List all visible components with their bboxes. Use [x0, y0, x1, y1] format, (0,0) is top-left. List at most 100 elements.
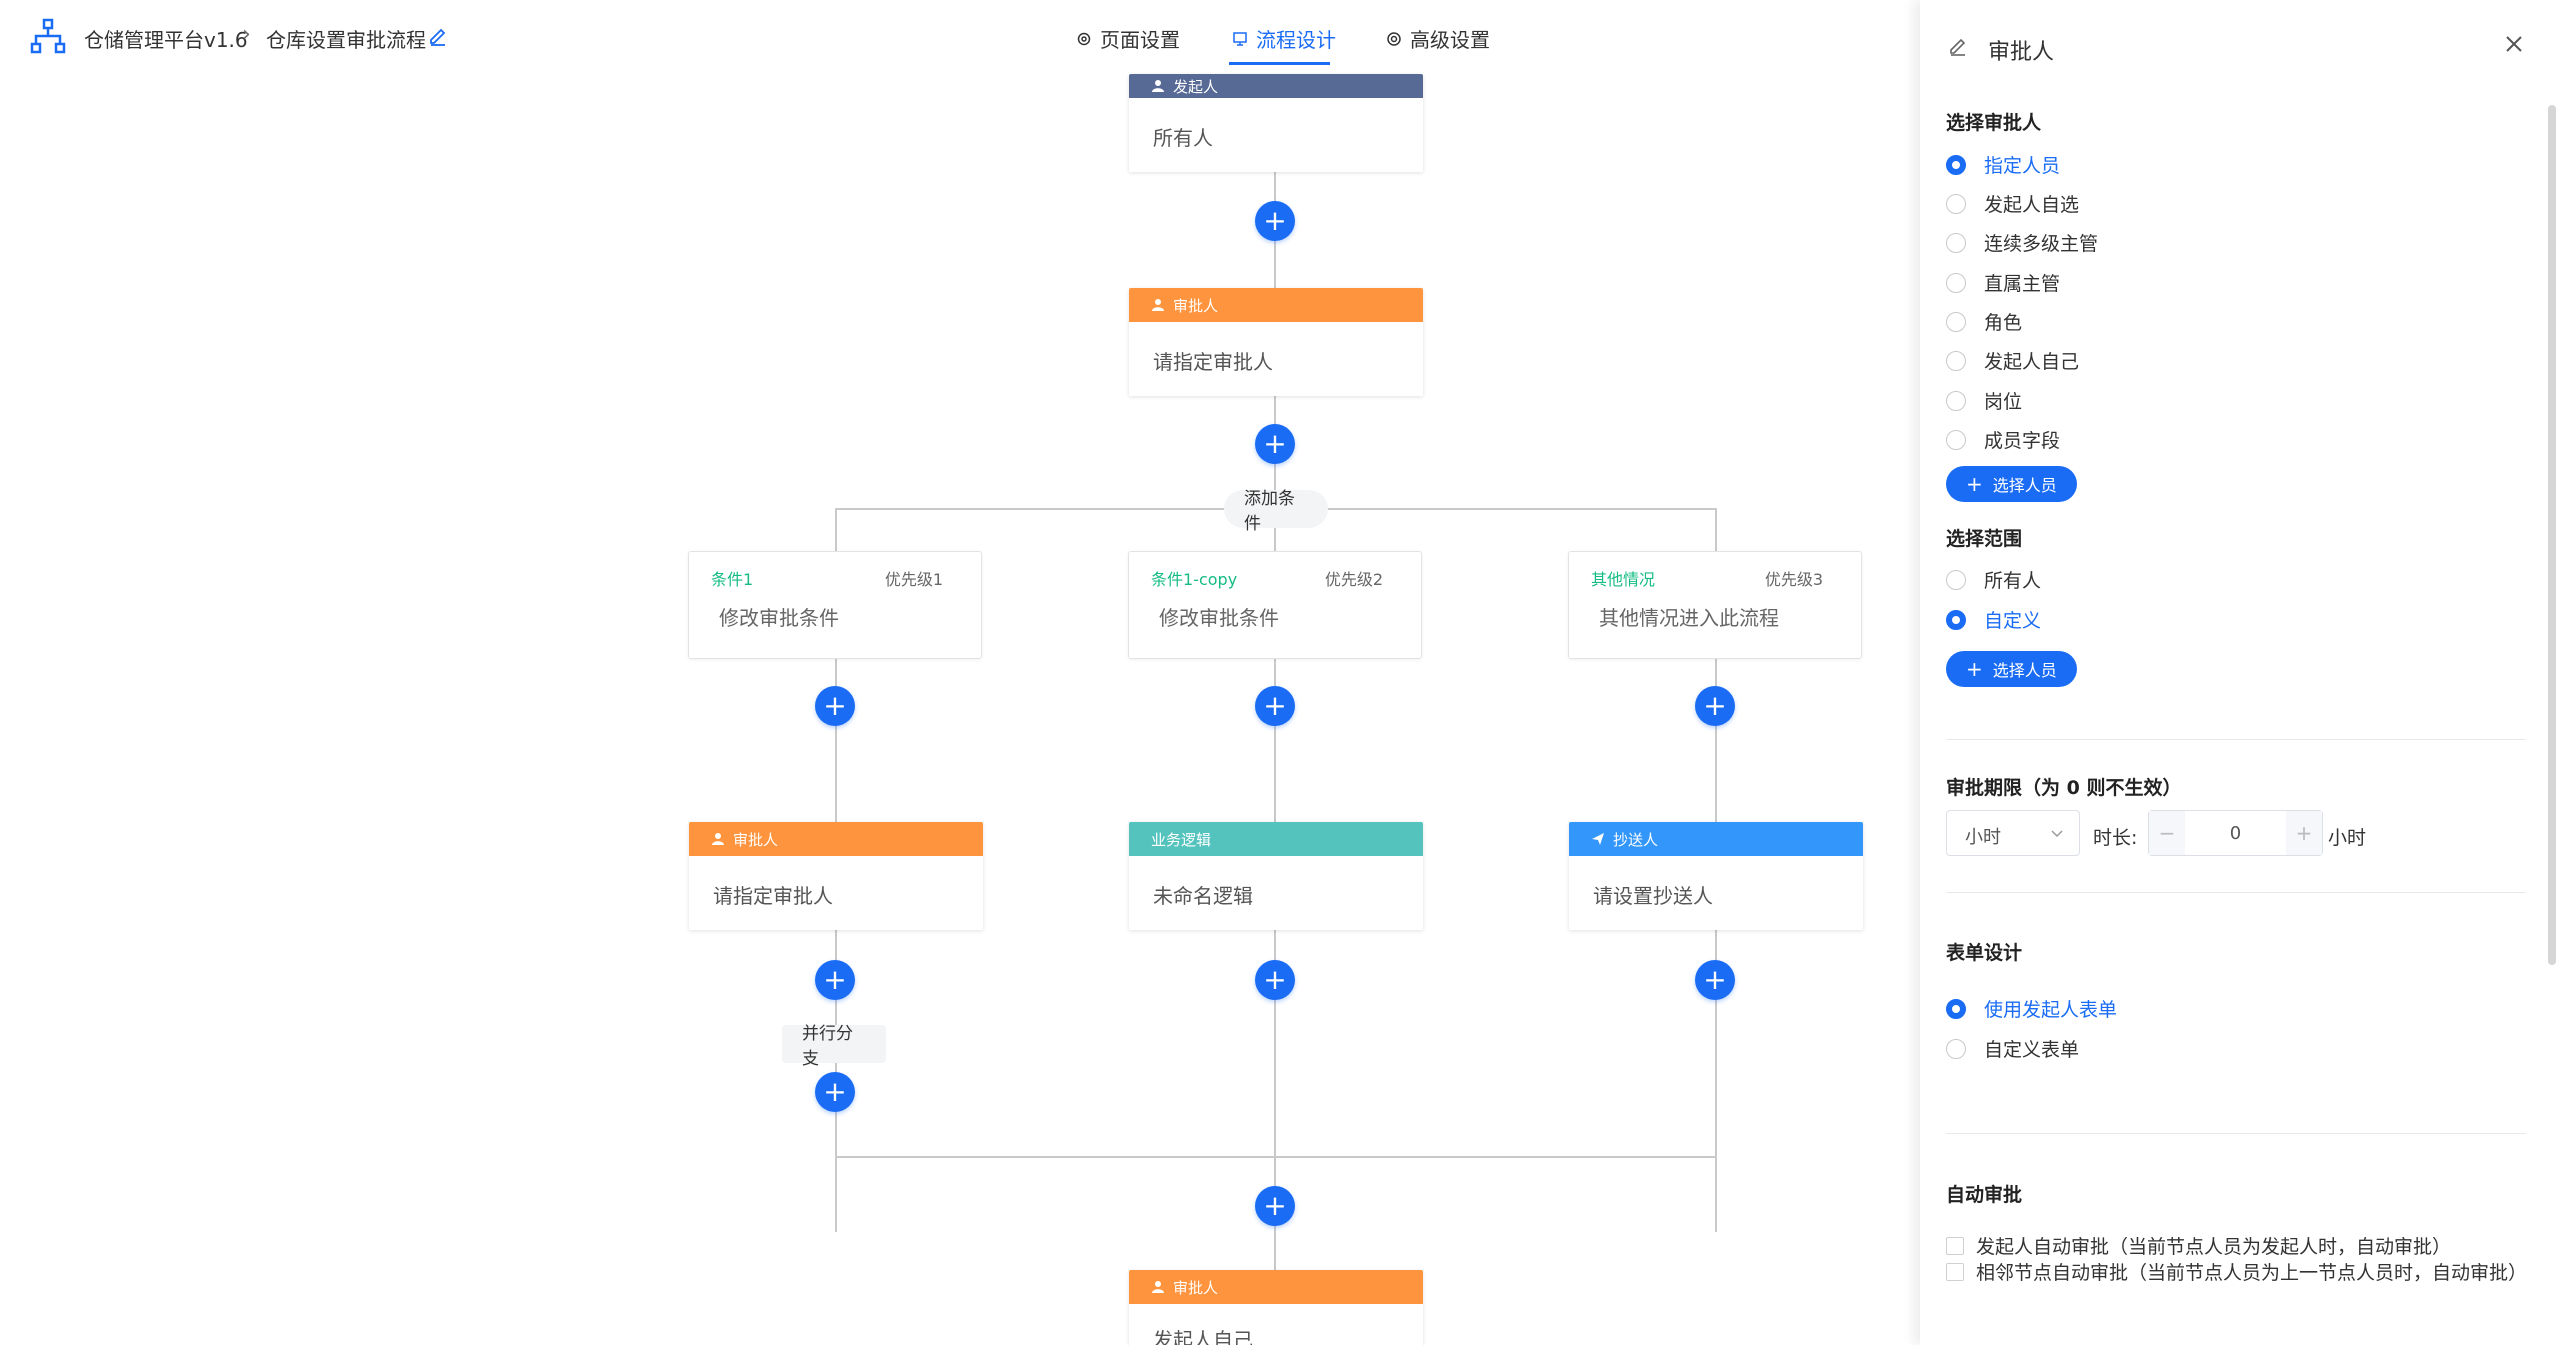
radio-dot	[1946, 569, 1966, 590]
approver-node[interactable]: 审批人 请指定审批人	[1129, 288, 1423, 396]
add-node-button[interactable]: +	[1255, 424, 1295, 464]
breadcrumb-app[interactable]: 仓储管理平台v1.6	[84, 28, 248, 52]
parallel-branch-label[interactable]: 并行分支	[782, 1024, 886, 1069]
user-icon	[712, 833, 724, 845]
condition-node[interactable]: 条件1-copy 优先级2 修改审批条件	[1128, 551, 1422, 659]
radio-option[interactable]: 指定人员	[1946, 151, 2060, 178]
org-chart-icon[interactable]	[30, 18, 66, 54]
add-condition-button[interactable]: 添加条件	[1224, 489, 1328, 534]
node-head-label: 抄送人	[1613, 830, 1659, 849]
radio-label: 指定人员	[1984, 155, 2061, 177]
radio-option[interactable]: 发起人自选	[1946, 190, 2079, 217]
node-header: 业务逻辑	[1129, 822, 1423, 856]
duration-value[interactable]: 0	[2229, 823, 2242, 844]
user-icon	[1152, 1281, 1164, 1293]
button-label: 选择人员	[1992, 661, 2057, 680]
node-body: 所有人	[1153, 126, 1213, 150]
radio-option[interactable]: 直属主管	[1946, 269, 2060, 296]
add-node-button[interactable]: +	[1255, 960, 1295, 1000]
divider	[1946, 1133, 2526, 1134]
close-icon[interactable]	[2502, 32, 2526, 56]
condition-body: 修改审批条件	[1159, 606, 1279, 630]
gear-icon	[1077, 32, 1091, 45]
edit-icon[interactable]	[428, 26, 448, 46]
user-icon	[1152, 299, 1164, 311]
button-label: 选择人员	[1992, 476, 2057, 495]
logic-node[interactable]: 业务逻辑 未命名逻辑	[1129, 822, 1423, 930]
node-body: 未命名逻辑	[1153, 884, 1253, 908]
radio-option[interactable]: 连续多级主管	[1946, 229, 2098, 256]
plus-icon: +	[1966, 657, 1983, 681]
radio-option[interactable]: 所有人	[1946, 566, 2041, 593]
checkbox-label: 相邻节点自动审批（当前节点人员为上一节点人员时，自动审批）	[1976, 1262, 2528, 1284]
checkbox-option[interactable]: 发起人自动审批（当前节点人员为发起人时，自动审批）	[1946, 1232, 2451, 1259]
condition-node[interactable]: 其他情况 优先级3 其他情况进入此流程	[1568, 551, 1862, 659]
approver-node[interactable]: 审批人 发起人自己	[1129, 1270, 1423, 1345]
select-person-button[interactable]: + 选择人员	[1946, 466, 2077, 502]
time-unit-select[interactable]: 小时	[1946, 810, 2080, 856]
start-node[interactable]: 发起人 所有人	[1129, 74, 1423, 172]
radio-option[interactable]: 自定义表单	[1946, 1035, 2079, 1062]
add-node-button[interactable]: +	[1255, 201, 1295, 241]
radio-label: 自定义	[1984, 610, 2042, 632]
radio-dot	[1946, 429, 1966, 450]
duration-stepper[interactable]: − 0 +	[2148, 810, 2323, 856]
send-icon	[1592, 833, 1604, 845]
radio-dot	[1946, 311, 1966, 332]
condition-title: 其他情况	[1591, 570, 1656, 589]
checkbox[interactable]	[1946, 1236, 1964, 1255]
connector-line	[835, 1156, 1717, 1158]
top-header: 仓储管理平台v1.6 › 仓库设置审批流程 页面设置 流程设计 高级设置	[0, 0, 1920, 74]
add-node-button[interactable]: +	[1695, 960, 1735, 1000]
divider	[1946, 739, 2526, 740]
tab-page-settings[interactable]: 页面设置	[1076, 24, 1180, 53]
active-tab-indicator	[1229, 62, 1330, 65]
node-body: 发起人自己	[1153, 1328, 1253, 1345]
radio-label: 所有人	[1984, 570, 2042, 592]
radio-label: 直属主管	[1984, 273, 2061, 295]
radio-dot	[1946, 272, 1966, 293]
divider	[1946, 892, 2526, 893]
add-node-button[interactable]: +	[815, 960, 855, 1000]
section-title: 自动审批	[1946, 1184, 2023, 1206]
checkbox-option[interactable]: 相邻节点自动审批（当前节点人员为上一节点人员时，自动审批）	[1946, 1258, 2527, 1285]
condition-priority: 优先级3	[1764, 570, 1823, 589]
add-node-button[interactable]: +	[1255, 1186, 1295, 1226]
tab-flow-design[interactable]: 流程设计	[1232, 24, 1336, 53]
add-node-button[interactable]: +	[815, 686, 855, 726]
radio-option[interactable]: 角色	[1946, 308, 2022, 335]
duration-label: 时长:	[2093, 827, 2138, 849]
condition-priority: 优先级2	[1324, 570, 1383, 589]
add-node-button[interactable]: +	[1695, 686, 1735, 726]
condition-node[interactable]: 条件1 优先级1 修改审批条件	[688, 551, 982, 659]
plus-button[interactable]: +	[2286, 811, 2322, 855]
radio-option[interactable]: 成员字段	[1946, 426, 2060, 453]
add-node-button[interactable]: +	[815, 1072, 855, 1112]
checkbox[interactable]	[1946, 1262, 1964, 1281]
cc-node[interactable]: 抄送人 请设置抄送人	[1569, 822, 1863, 930]
edit-icon[interactable]	[1948, 36, 1968, 56]
node-head-label: 发起人	[1173, 77, 1219, 96]
add-node-button[interactable]: +	[1255, 686, 1295, 726]
chevron-right-icon: ›	[242, 22, 251, 47]
condition-body: 其他情况进入此流程	[1599, 606, 1779, 630]
radio-option[interactable]: 发起人自己	[1946, 347, 2079, 374]
radio-option[interactable]: 使用发起人表单	[1946, 995, 2117, 1022]
radio-label: 岗位	[1984, 391, 2023, 413]
scrollbar[interactable]	[2548, 105, 2556, 965]
radio-label: 使用发起人表单	[1984, 999, 2118, 1021]
radio-dot	[1946, 232, 1966, 253]
minus-button[interactable]: −	[2149, 811, 2185, 855]
condition-body: 修改审批条件	[719, 606, 839, 630]
select-person-button[interactable]: + 选择人员	[1946, 651, 2077, 687]
flow-icon	[1233, 31, 1247, 46]
radio-option[interactable]: 自定义	[1946, 606, 2041, 633]
flow-canvas: 发起人 所有人 + 审批人 请指定审批人 + 添加条件 条件1 优先级1 修改审…	[0, 74, 1920, 1345]
approver-node[interactable]: 审批人 请指定审批人	[689, 822, 983, 930]
condition-title: 条件1	[711, 570, 754, 589]
radio-option[interactable]: 岗位	[1946, 387, 2022, 414]
tab-advanced-settings[interactable]: 高级设置	[1386, 24, 1490, 53]
node-body: 请设置抄送人	[1593, 884, 1713, 908]
condition-priority: 优先级1	[884, 570, 943, 589]
node-header: 发起人	[1129, 74, 1423, 98]
